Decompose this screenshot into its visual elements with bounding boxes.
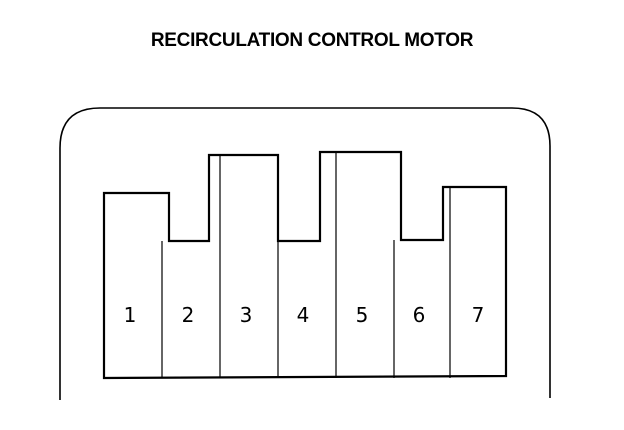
pin-label-4: 4	[297, 303, 310, 327]
pin-labels: 1 2 3 4 5 6 7	[124, 303, 485, 327]
pin-label-3: 3	[240, 303, 253, 327]
pin-label-2: 2	[182, 303, 195, 327]
connector-housing	[59, 107, 551, 400]
pin-label-6: 6	[413, 303, 426, 327]
pin-label-5: 5	[356, 303, 369, 327]
pin-label-7: 7	[472, 303, 485, 327]
pin-label-1: 1	[124, 303, 137, 327]
terminal-block-outline	[102, 150, 508, 380]
pin-dividers	[161, 152, 451, 378]
diagram-title: RECIRCULATION CONTROL MOTOR	[150, 30, 474, 51]
